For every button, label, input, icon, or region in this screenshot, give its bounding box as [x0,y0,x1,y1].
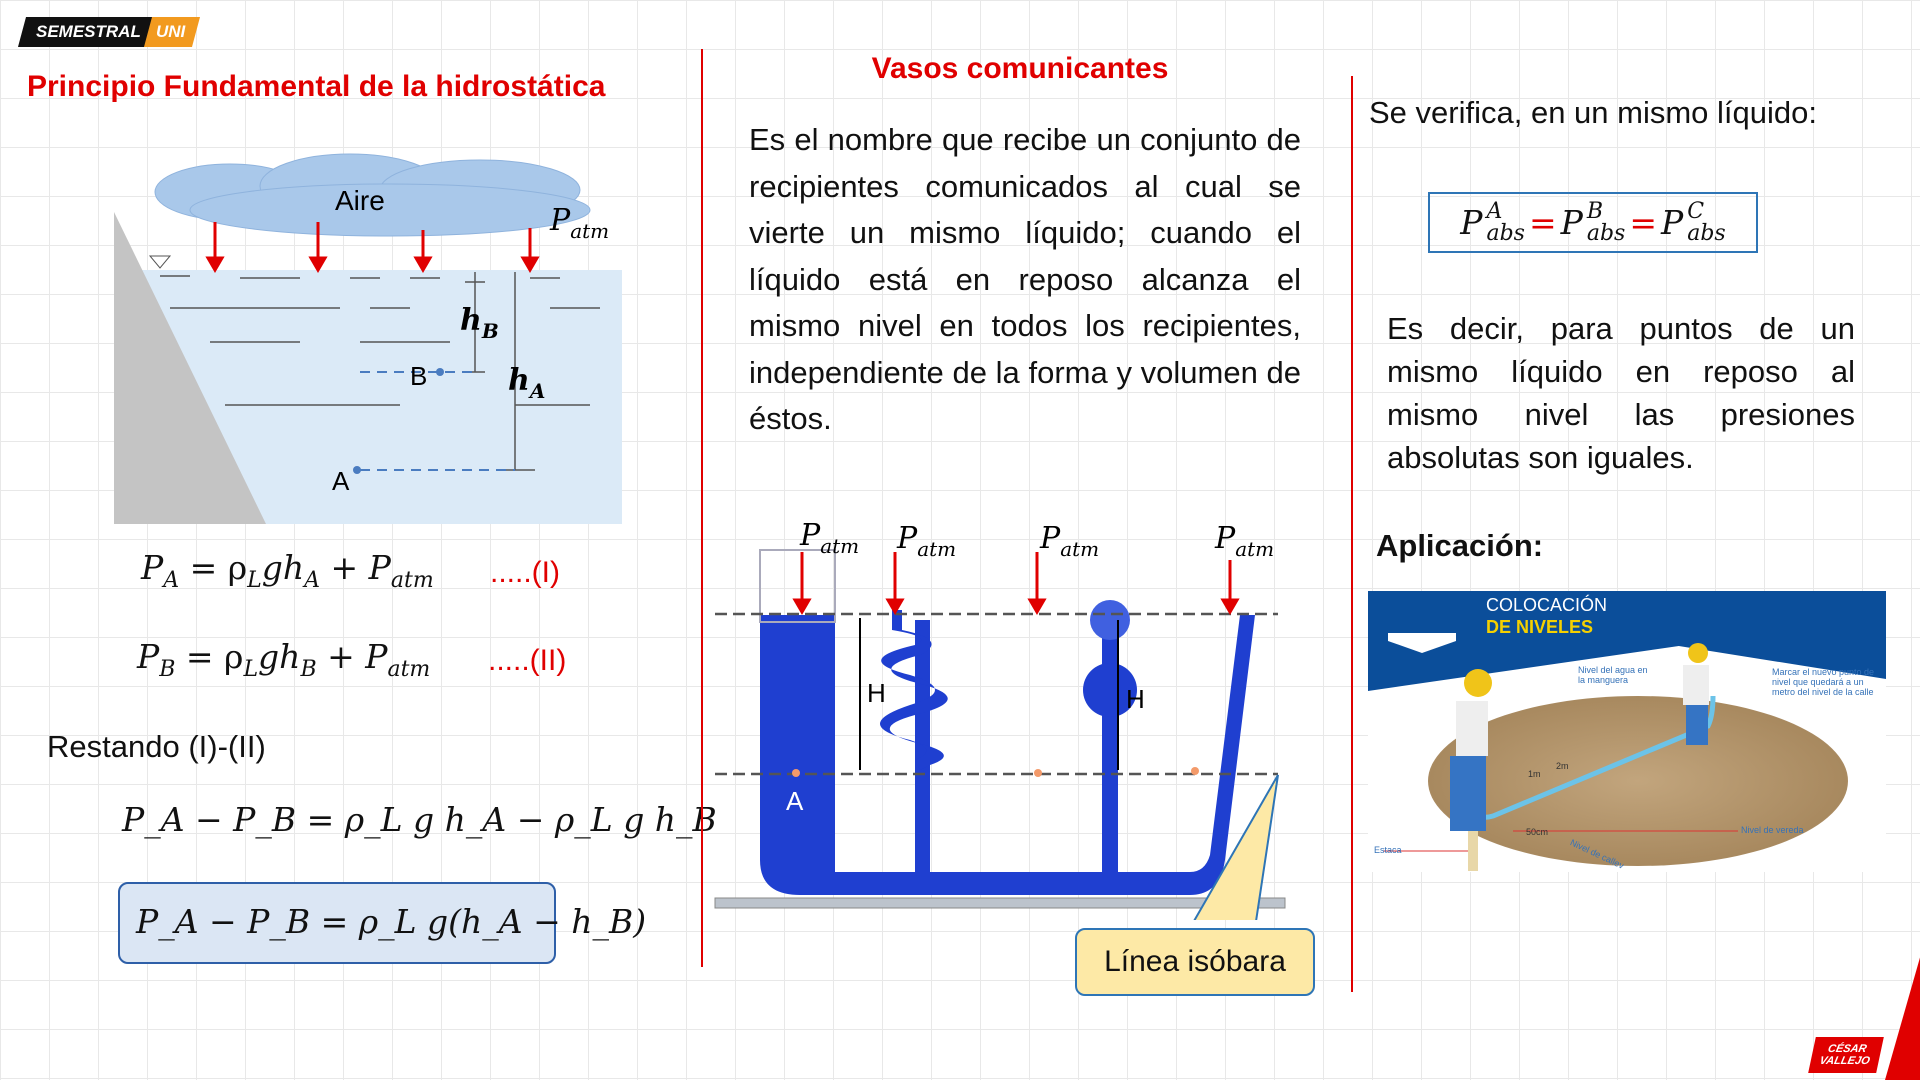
liquid [760,600,1255,895]
worker-right [1683,643,1709,745]
svg-text:hA: hA [508,363,545,403]
equation-2: PB = ρLghB + Patm [137,637,431,682]
svg-text:A: A [786,786,804,816]
svg-text:Patm: Patm [799,518,859,558]
svg-text:Patm: Patm [896,521,956,561]
svg-text:Patm: Patm [1214,521,1274,561]
free-surface-icon [148,255,172,269]
cesar-vallejo-logo: CÉSAR VALLEJO [1808,1037,1884,1073]
patm-arrows-center [792,552,1240,615]
equation-3: P_A − P_B = ρ_L g h_A − ρ_L g h_B [122,800,717,839]
svg-text:Patm: Patm [1039,521,1099,561]
svg-text:A: A [332,466,350,496]
result-box [118,882,556,964]
communicating-vessels-diagram: Patm Patm Patm Patm H H A B C [714,518,1286,920]
isobar-callout: Línea isóbara [1075,928,1315,996]
cloud-air [154,153,591,237]
leveling-illustration: COLOCACIÓN DE NIVELES Nivel del agua en … [1368,591,1886,872]
equation-1-tag: .....(I) [490,556,560,589]
center-title: Vasos comunicantes [871,52,1169,85]
equation-2-tag: .....(II) [488,644,567,677]
center-paragraph: Es el nombre que recibe un conjunto de r… [749,122,1301,436]
svg-text:B: B [410,361,427,391]
svg-text:H: H [1126,684,1145,714]
equation-1: PA = ρLghA + Patm [141,548,434,593]
left-title: Principio Fundamental de la hidrostática [27,70,606,103]
air-label: Aire [335,185,385,216]
svg-text:hB: hB [460,303,499,343]
right-paragraph: Es decir, para puntos de un mismo líquid… [1387,311,1855,475]
equation-4: P_A − P_B = ρ_L g(h_A − h_B) [136,902,647,941]
divider-right [1351,76,1353,992]
worker-left [1450,669,1492,831]
hydrostatic-diagram: Aire Patm B A hB hA [114,153,622,524]
isobar-callout-label: Línea isóbara [1104,945,1286,978]
aplicacion-heading: Aplicación: [1376,528,1544,563]
logo-text-semestral: SEMESTRAL [36,22,141,41]
corner-red-stripe [1885,940,1920,1080]
logo-text-uni: UNI [156,22,186,41]
divider-left [701,49,703,967]
svg-text:Patm: Patm [549,203,609,243]
semestral-uni-logo: SEMESTRAL UNI [17,17,201,47]
svg-text:C: C [1190,781,1209,811]
svg-text:B: B [1030,783,1047,813]
patm-arrows [205,222,540,273]
right-intro: Se verifica, en un mismo líquido: [1369,95,1817,130]
svg-text:H: H [867,678,886,708]
restando-label: Restando (I)-(II) [47,729,266,764]
